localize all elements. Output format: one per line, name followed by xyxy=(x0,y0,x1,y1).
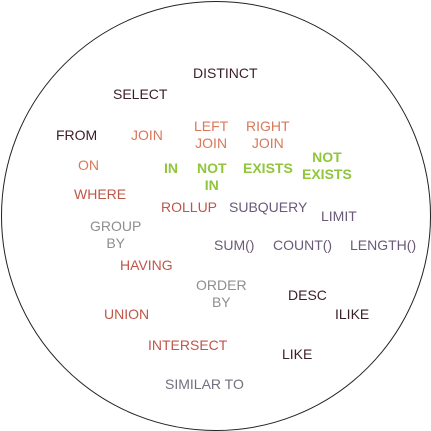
keyword-in: IN xyxy=(164,160,178,176)
keyword-union: UNION xyxy=(104,306,150,322)
keyword-on: ON xyxy=(78,157,99,173)
keyword-from: FROM xyxy=(56,127,98,143)
keyword-intersect: INTERSECT xyxy=(148,337,228,353)
keyword-count: COUNT() xyxy=(273,237,333,253)
keyword-join: JOIN xyxy=(131,127,163,143)
keyword-ilike: ILIKE xyxy=(335,306,370,322)
keyword-group-by: GROUP BY xyxy=(90,218,142,251)
keyword-exists: EXISTS xyxy=(243,160,293,176)
keyword-length: LENGTH() xyxy=(350,237,417,253)
keyword-similar-to: SIMILAR TO xyxy=(165,376,244,392)
keyword-rollup: ROLLUP xyxy=(161,199,218,215)
keyword-limit: LIMIT xyxy=(321,208,357,224)
keyword-select: SELECT xyxy=(113,86,168,102)
keyword-order-by: ORDER BY xyxy=(196,277,247,310)
keyword-subquery: SUBQUERY xyxy=(229,199,308,215)
keyword-desc: DESC xyxy=(288,287,327,303)
keyword-having: HAVING xyxy=(120,257,173,273)
keyword-where: WHERE xyxy=(74,186,127,202)
keyword-sum: SUM() xyxy=(214,237,255,253)
keyword-right-join: RIGHT JOIN xyxy=(246,118,290,151)
keyword-not-in: NOT IN xyxy=(197,160,227,193)
keyword-not-exists: NOT EXISTS xyxy=(302,149,352,182)
keyword-like: LIKE xyxy=(282,346,313,362)
keyword-left-join: LEFT JOIN xyxy=(194,118,229,151)
keyword-distinct: DISTINCT xyxy=(193,65,258,81)
